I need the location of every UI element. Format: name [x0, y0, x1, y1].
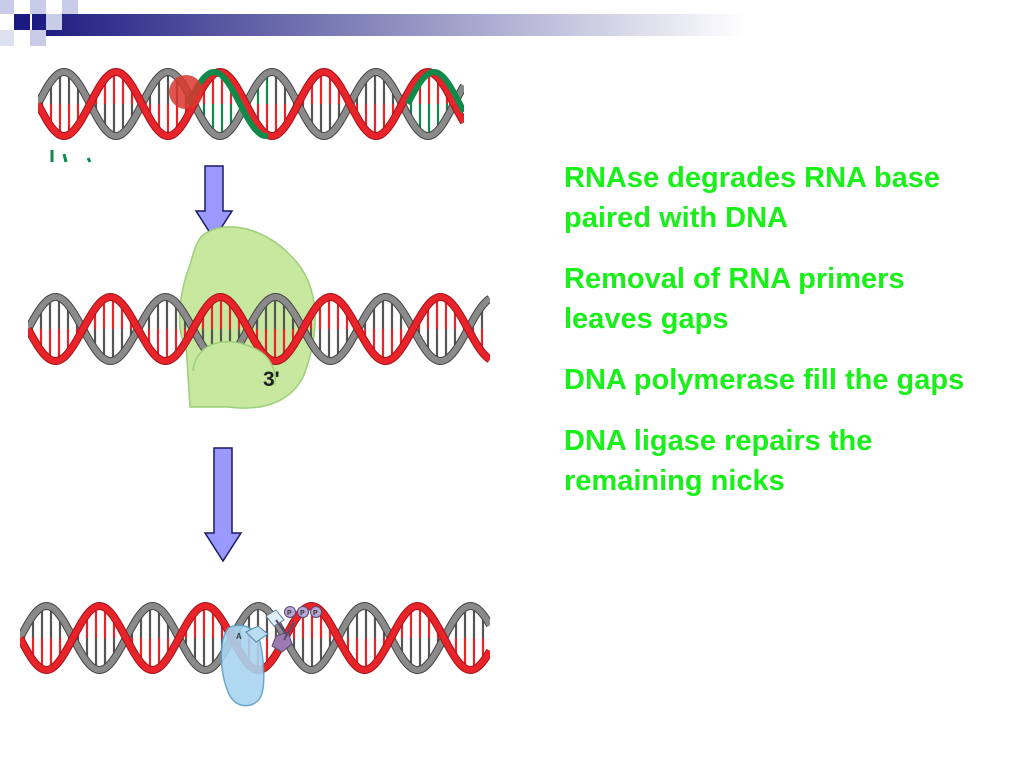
down-arrow-2	[203, 447, 243, 563]
step-rnase-text: RNAse degrades RNA base paired with DNA	[564, 162, 941, 234]
three-prime-label: 3'	[263, 368, 280, 391]
step-polymerase-text: DNA polymerase fill the gaps	[564, 364, 965, 396]
polymerase-helix-illustration: 3'	[28, 226, 490, 409]
phosphate-label-1: P	[287, 610, 292, 617]
adenosine-label: A	[236, 632, 242, 641]
down-arrow-1	[194, 165, 234, 241]
rnase-helix-illustration	[38, 67, 464, 163]
header-decoration	[0, 0, 1024, 46]
phosphate-label-2: P	[300, 610, 305, 617]
ligase-helix-illustration: A P P P	[20, 601, 490, 707]
ligase-enzyme: A P P P	[220, 606, 322, 707]
process-steps-list: RNAse degrades RNA base paired with DNA …	[564, 158, 984, 522]
header-square-dark	[14, 14, 30, 30]
step-primer-removal-text: Removal of RNA primers leaves gaps	[564, 263, 905, 335]
phosphate-label-3: P	[313, 610, 318, 617]
step-ligase-text: DNA ligase repairs the remaining nicks	[564, 425, 873, 497]
